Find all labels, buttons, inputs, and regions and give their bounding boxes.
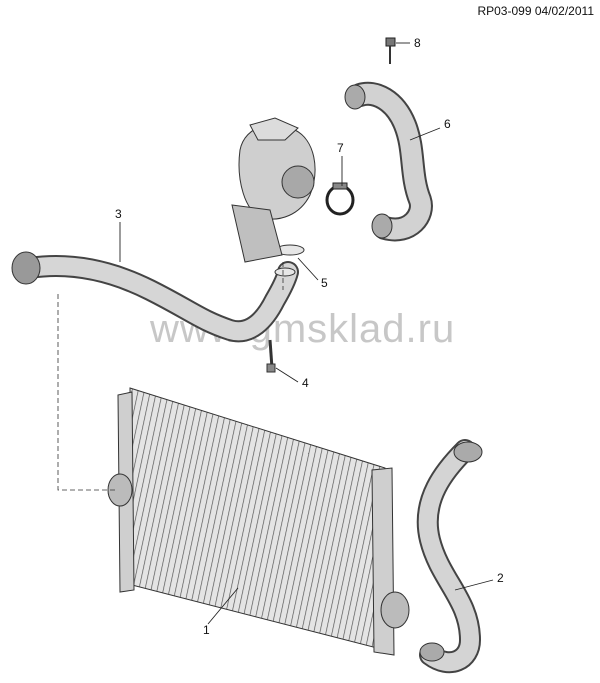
turbo-inlet-hose bbox=[344, 81, 433, 242]
callout-8: 8 bbox=[414, 36, 421, 50]
callout-6: 6 bbox=[444, 117, 451, 131]
turbo-stud bbox=[266, 339, 276, 373]
callout-1: 1 bbox=[203, 623, 210, 637]
turbocharger bbox=[231, 117, 316, 263]
leader-5 bbox=[297, 257, 319, 281]
charge-air-pipe bbox=[11, 251, 299, 343]
charge-air-hose-lower bbox=[416, 439, 483, 674]
intercooler bbox=[107, 387, 410, 656]
callout-3: 3 bbox=[115, 207, 122, 221]
hose-clamp bbox=[325, 182, 355, 216]
leader-2 bbox=[454, 579, 494, 591]
leader-4 bbox=[275, 367, 299, 383]
hose-bolt bbox=[385, 37, 396, 64]
callout-2: 2 bbox=[497, 571, 504, 585]
callout-4: 4 bbox=[302, 376, 309, 390]
leader-6 bbox=[409, 127, 441, 141]
leader-1 bbox=[207, 587, 239, 625]
alignment-line-left bbox=[57, 294, 115, 491]
callout-5: 5 bbox=[321, 276, 328, 290]
turbo-gasket bbox=[274, 244, 305, 277]
callout-7: 7 bbox=[337, 141, 344, 155]
diagram-reference-code: RP03-099 04/02/2011 bbox=[477, 4, 594, 18]
